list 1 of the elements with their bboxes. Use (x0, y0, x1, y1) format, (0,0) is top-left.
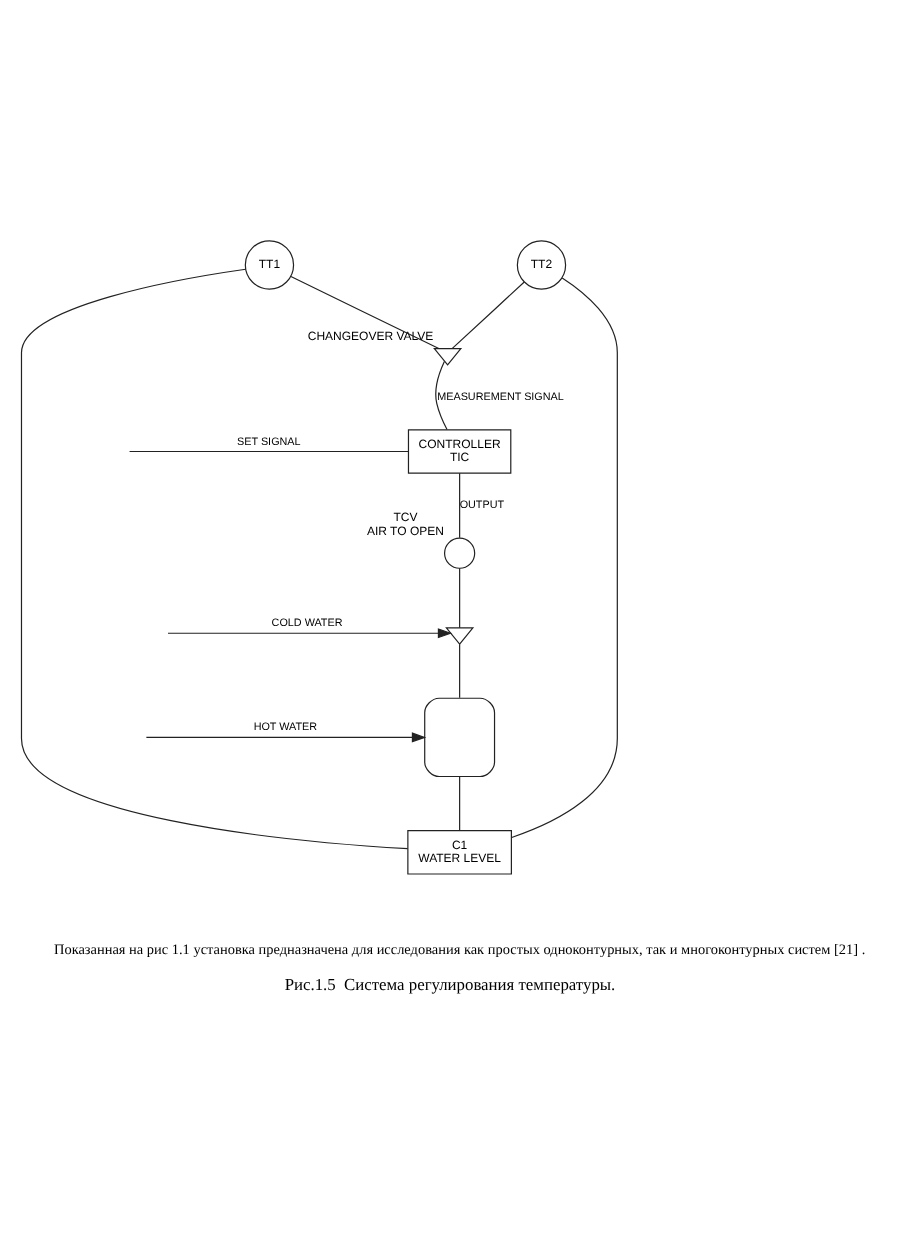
caption: Рис.1.5 Система регулирования температуры. (284, 973, 616, 994)
